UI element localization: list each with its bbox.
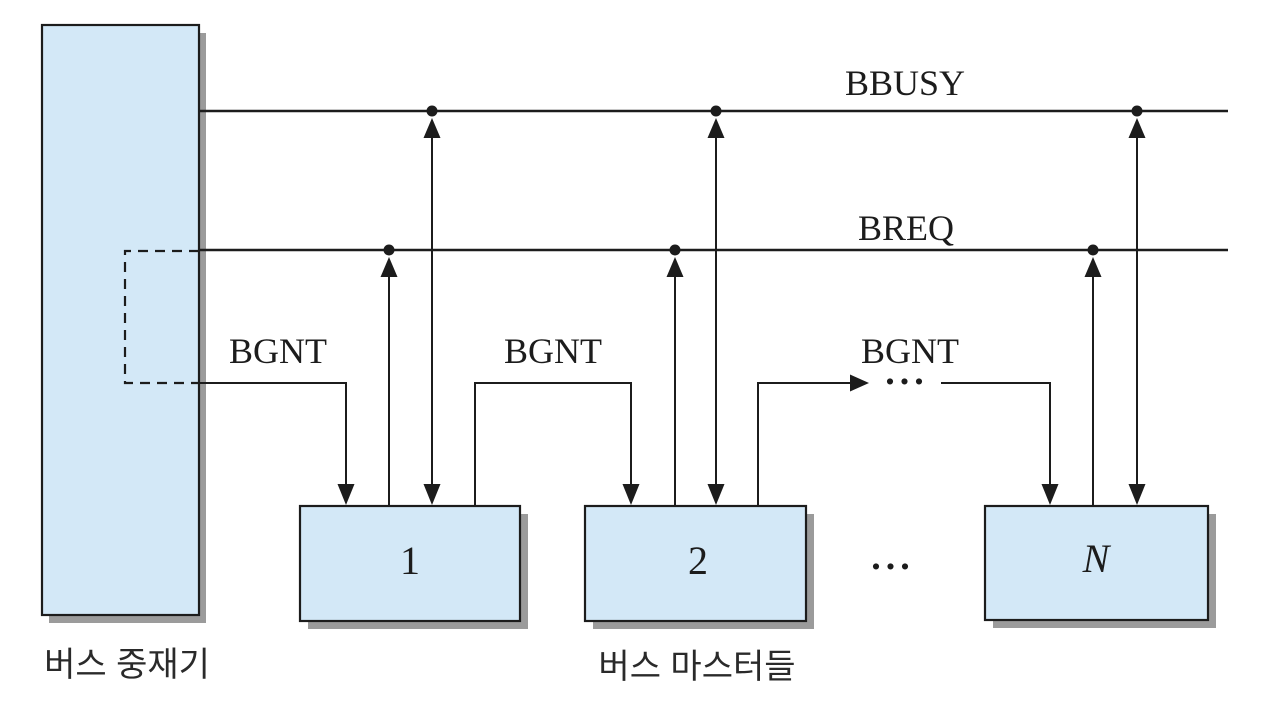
bbusy-junction-dot-1: [426, 105, 438, 117]
bgnt-chain-master1-to-master2: [474, 382, 640, 506]
bbusy-up-arrowhead-2: [707, 118, 725, 138]
masters-caption: 버스 마스터들: [598, 648, 795, 686]
breq-riser-master-2: [666, 257, 684, 506]
bgnt-chain-arbiter-to-master1: [200, 382, 355, 505]
arbiter-box: [40, 23, 201, 617]
breq-up-arrowhead-n: [1084, 257, 1102, 277]
bgnt-wire-2: [474, 382, 632, 506]
bgnt-wire-3a: [757, 382, 851, 506]
breq-junction-dot-n: [1087, 244, 1099, 256]
master-box-1: [298, 504, 522, 623]
masters-row-ellipsis: ...: [871, 536, 915, 578]
bbusy-riser-master-n: [1128, 118, 1146, 505]
bbusy-junction-dot-2: [710, 105, 722, 117]
bgnt-chain-master2-to-master-n: [757, 374, 1059, 506]
master-box-n: [983, 504, 1210, 622]
bgnt-down-arrowhead-1: [337, 484, 355, 505]
bbusy-riser-master-1: [423, 118, 441, 505]
bgnt-right-arrowhead: [850, 374, 869, 392]
breq-label: BREQ: [858, 208, 954, 248]
bgnt-wire-1: [200, 382, 347, 486]
master-n-label: N: [1082, 536, 1112, 581]
bbusy-up-arrowhead-1: [423, 118, 441, 138]
bgnt-chain-ellipsis: ...: [885, 351, 929, 393]
breq-up-arrowhead-2: [666, 257, 684, 277]
bgnt-down-arrowhead-2: [622, 484, 640, 505]
arbiter-caption: 버스 중재기: [44, 646, 210, 684]
master-box-2: [583, 504, 808, 623]
master-1-label: 1: [400, 538, 420, 583]
bbusy-riser-master-2: [707, 118, 725, 505]
bbusy-junction-dot-n: [1131, 105, 1143, 117]
bgnt-wire-3b: [941, 382, 1051, 486]
bgnt-down-arrowhead-3: [1041, 484, 1059, 505]
bbusy-up-arrowhead-n: [1128, 118, 1146, 138]
bbusy-down-arrowhead-1: [423, 484, 441, 505]
breq-junction-dot-1: [383, 244, 395, 256]
bbusy-down-arrowhead-n: [1128, 484, 1146, 505]
breq-up-arrowhead-1: [380, 257, 398, 277]
bbusy-down-arrowhead-2: [707, 484, 725, 505]
bgnt-label-3: BGNT: [861, 331, 959, 371]
bgnt-label-2: BGNT: [504, 331, 602, 371]
breq-riser-master-1: [380, 257, 398, 506]
bbusy-label: BBUSY: [845, 63, 965, 103]
breq-riser-master-n: [1084, 257, 1102, 506]
bgnt-label-1: BGNT: [229, 331, 327, 371]
master-2-label: 2: [688, 538, 708, 583]
breq-junction-dot-2: [669, 244, 681, 256]
arbiter-internal-dashed-box: [123, 249, 199, 385]
